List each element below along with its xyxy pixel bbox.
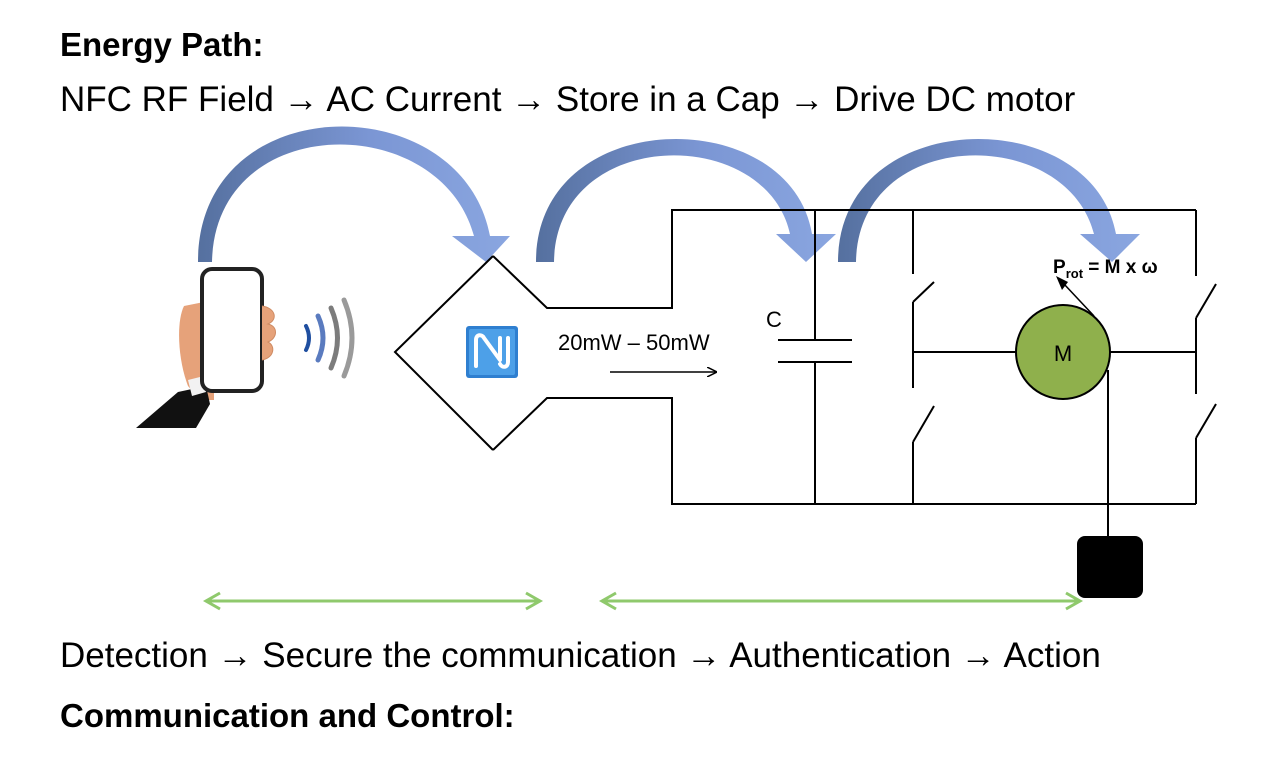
switch-bottom-left xyxy=(912,405,935,443)
control-range-arrow-1 xyxy=(202,591,544,611)
control-range-arrow-2 xyxy=(598,591,1084,611)
energy-arrow-3 xyxy=(838,138,1140,262)
energy-arrow-2 xyxy=(536,138,836,262)
phone-in-hand-icon xyxy=(136,267,276,428)
power-label: 20mW – 50mW xyxy=(558,330,710,355)
capacitor-label: C xyxy=(766,307,782,332)
energy-arrow-1 xyxy=(198,126,510,262)
rotational-power-formula: Prot = M x ω xyxy=(1053,257,1158,281)
switch-top-right xyxy=(1195,283,1217,319)
rotation-arrow-icon xyxy=(1056,276,1068,290)
switch-bottom-right xyxy=(1195,403,1217,439)
switch-top-left xyxy=(912,281,935,303)
energy-path-title: Energy Path: xyxy=(60,26,264,63)
nfc-antenna-loop xyxy=(393,209,1196,505)
motor-symbol: M xyxy=(1015,276,1111,536)
capacitor-symbol xyxy=(778,210,852,504)
communication-control-title: Communication and Control: xyxy=(60,697,515,734)
nfc-logo-icon xyxy=(466,326,518,378)
motor-label: M xyxy=(1054,341,1072,366)
h-bridge xyxy=(912,210,1217,504)
energy-path-flow: NFC RF Field → AC Current → Store in a C… xyxy=(60,80,1076,119)
load-block xyxy=(1077,536,1143,598)
communication-flow: Detection → Secure the communication → A… xyxy=(60,636,1101,675)
rf-waves-icon xyxy=(304,297,355,379)
